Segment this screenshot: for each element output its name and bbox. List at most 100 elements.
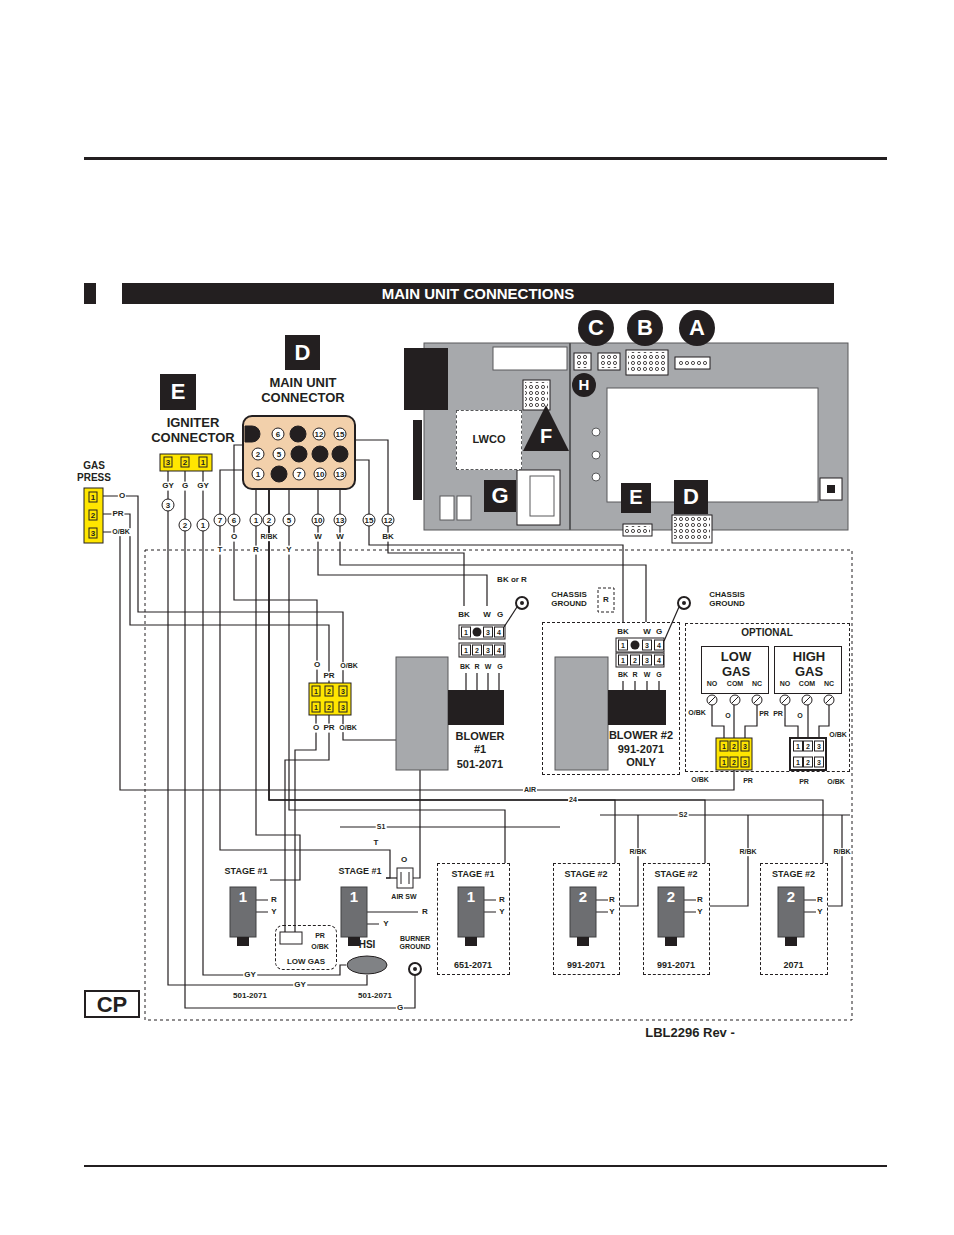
pin-number: 3 xyxy=(483,627,493,638)
wire xyxy=(785,705,798,738)
board-component: LWCO xyxy=(456,410,522,470)
control-board xyxy=(672,515,712,543)
node-title: D xyxy=(674,484,708,509)
revision-label: LBL2296 Rev - xyxy=(645,1026,735,1040)
wire-number: 3 xyxy=(162,499,175,512)
control-board xyxy=(404,343,848,543)
control-board xyxy=(820,478,842,500)
control-board xyxy=(576,355,589,368)
wire-color: O xyxy=(313,661,321,670)
wire-color: BK xyxy=(381,533,395,542)
callout-triangle: F xyxy=(523,405,569,451)
wire-color: Y xyxy=(499,908,504,917)
wire-color: R xyxy=(499,896,505,905)
control-board xyxy=(493,347,567,370)
ground-label: BURNER GROUND xyxy=(393,935,437,950)
wire-color: Y xyxy=(285,546,292,555)
wire xyxy=(745,705,757,738)
wire-color: R/BK xyxy=(628,848,647,856)
control-board xyxy=(625,526,650,534)
wire-color: R xyxy=(474,663,479,671)
wire-color: O/BK xyxy=(687,709,707,717)
control-board xyxy=(675,357,710,369)
gas-valve xyxy=(577,937,589,946)
wire-color: R/BK xyxy=(738,848,757,856)
node-text: 991-2071 ONLY xyxy=(611,743,671,768)
wire-color: R xyxy=(271,896,277,905)
control-board xyxy=(674,517,710,541)
control-board xyxy=(424,343,848,530)
control-board xyxy=(623,524,652,536)
wire xyxy=(712,705,724,738)
control-board xyxy=(525,382,548,408)
wire-number: 2 xyxy=(263,514,276,527)
callout-badge: E xyxy=(160,374,196,410)
pin-number: 10 xyxy=(314,468,327,481)
wire-color: O xyxy=(401,856,407,865)
wire-color: G xyxy=(396,1004,404,1013)
blower-motor xyxy=(459,643,505,657)
pin-number: 3 xyxy=(642,640,652,651)
wire xyxy=(103,496,343,683)
gas-valve xyxy=(230,887,256,937)
pin-number: 1 xyxy=(252,468,265,481)
wire xyxy=(203,471,346,975)
switch-terminal xyxy=(707,695,834,705)
wire xyxy=(807,705,808,738)
wire-color: G xyxy=(656,671,661,679)
switch-terminal xyxy=(709,697,832,703)
pin-number: 1 xyxy=(461,627,471,638)
wire-connector xyxy=(269,489,823,863)
wire-connector xyxy=(220,470,390,878)
wire-color: R/BK xyxy=(832,848,851,856)
wire-color: GY xyxy=(293,981,307,990)
gas-valve xyxy=(237,937,249,946)
connector-body xyxy=(271,466,287,482)
pin-number: 4 xyxy=(654,655,664,666)
splice-label: S1 xyxy=(376,823,387,831)
wire-connector xyxy=(355,440,464,606)
wire-connector xyxy=(269,489,705,863)
pin-number: 2 xyxy=(803,757,813,768)
wire-color: R xyxy=(697,896,703,905)
wire-color: O/BK xyxy=(828,731,848,739)
callout-circle: A xyxy=(679,310,715,346)
wire-color: O xyxy=(724,712,731,720)
wire xyxy=(828,815,842,906)
wire xyxy=(504,607,517,627)
pin-number: 3 xyxy=(741,757,750,768)
terminal-name: COM xyxy=(799,680,815,688)
callout-badge: G xyxy=(484,480,516,512)
pin-number: 1 xyxy=(618,655,628,666)
connector-body xyxy=(309,683,351,715)
wire xyxy=(185,471,415,1008)
pin-number: 3 xyxy=(483,645,493,656)
node-text: 2 xyxy=(778,888,804,905)
control-board xyxy=(598,353,620,370)
blower-motor xyxy=(555,657,608,770)
wire-color: Y xyxy=(271,908,276,917)
node-title: C xyxy=(578,315,614,340)
pin-number: 2 xyxy=(730,741,739,752)
wire-color: Y xyxy=(609,908,614,917)
rule-line xyxy=(84,157,887,1167)
wire xyxy=(103,532,734,790)
node-text: 1 xyxy=(341,888,367,905)
node-text: 2 xyxy=(570,888,596,905)
pin-number: 3 xyxy=(164,457,173,468)
connector-body xyxy=(84,416,826,770)
wire xyxy=(285,715,329,932)
wire-color: PR xyxy=(798,778,810,786)
node-title: HIGH GAS xyxy=(784,650,834,680)
pin-number: 12 xyxy=(313,428,326,441)
wire-color: O/BK xyxy=(338,724,358,732)
wire-number: 15 xyxy=(363,514,376,527)
pin-number: 3 xyxy=(339,702,348,713)
node-text: 1 xyxy=(458,888,484,905)
wire-connector xyxy=(289,489,505,863)
blower-motor xyxy=(598,588,614,612)
wire-color: T xyxy=(374,839,379,848)
node-title: CP xyxy=(86,992,138,1017)
wire-number: 10 xyxy=(312,514,325,527)
wire xyxy=(103,445,850,1008)
